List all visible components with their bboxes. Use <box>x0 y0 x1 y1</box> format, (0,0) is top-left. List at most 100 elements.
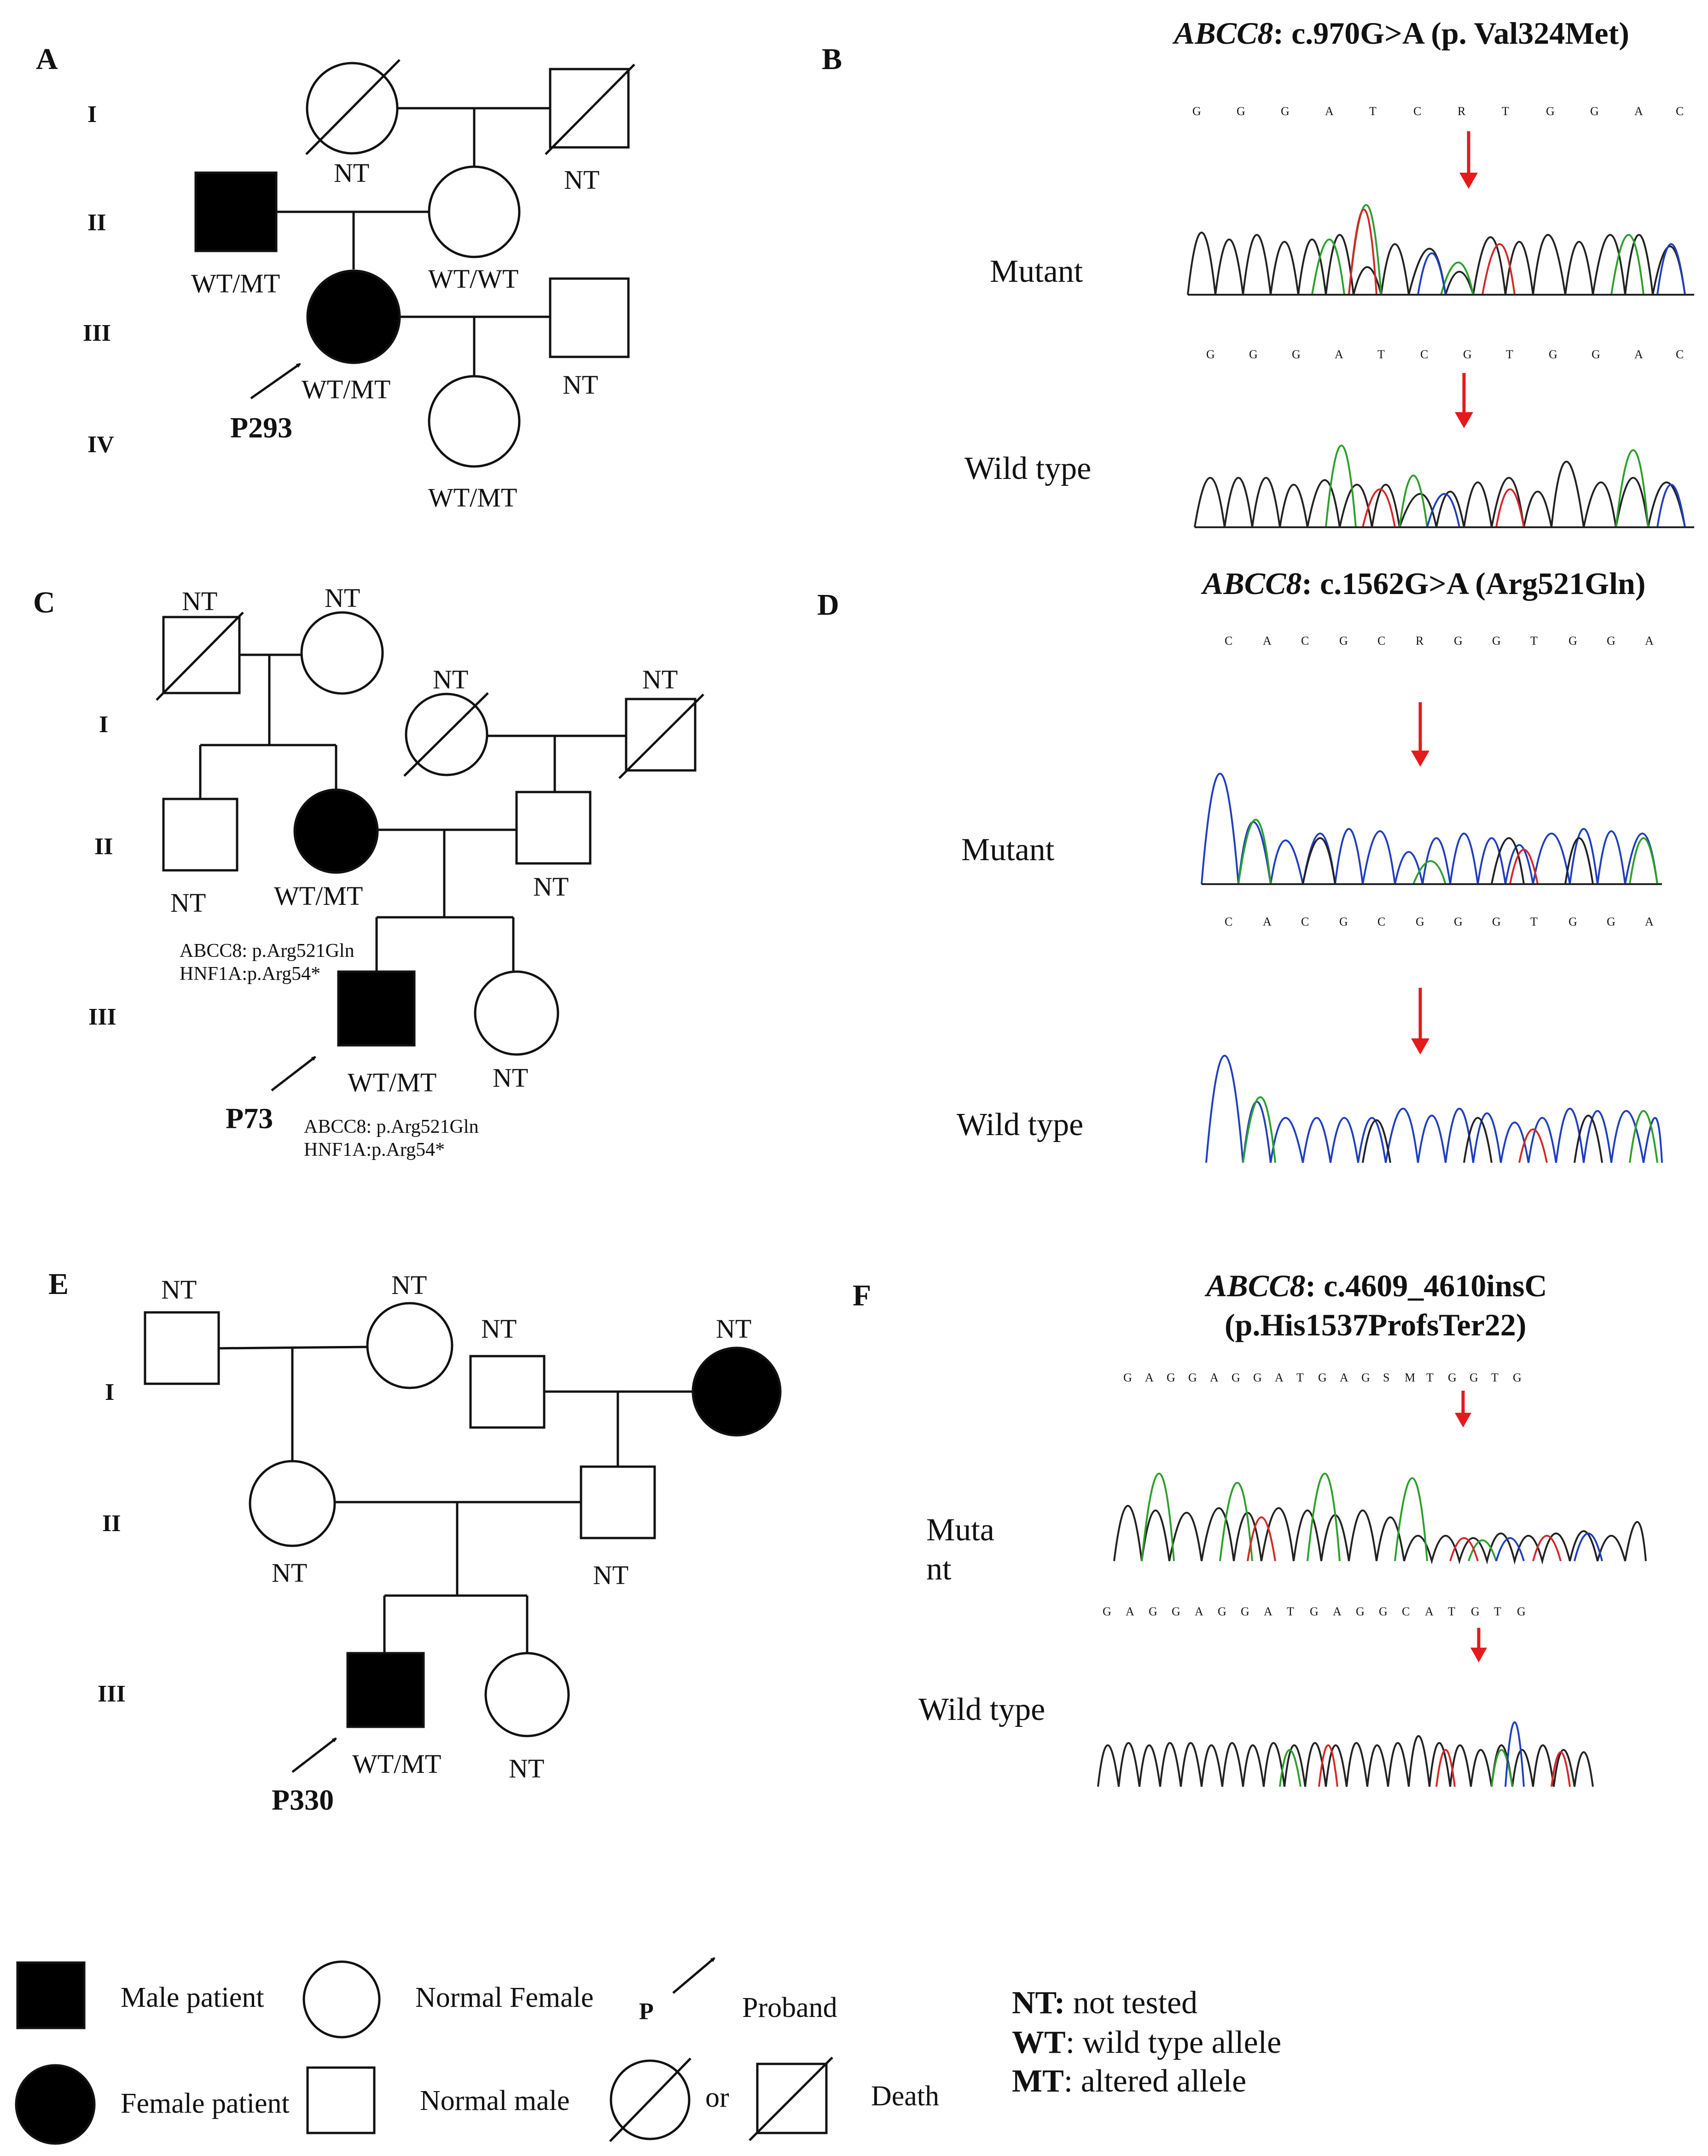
legend-normal-male-label: Normal male <box>420 2085 569 2116</box>
death-slash <box>545 64 635 155</box>
base-call: C <box>1676 348 1685 361</box>
normal-female-symbol <box>249 1460 336 1547</box>
base-call: A <box>1275 1371 1284 1384</box>
base-call: G <box>1356 1605 1365 1618</box>
base-call: G <box>1249 348 1259 361</box>
variant-title: ABCC8: c.1562G>A (Arg521Gln) <box>1201 566 1645 601</box>
genotype-label: NT <box>391 1270 427 1300</box>
base-call: T <box>1296 1371 1305 1384</box>
ambiguous-base-call: R <box>1416 634 1424 647</box>
variant-name: : c.970G>A (p. Val324Met) <box>1273 16 1629 51</box>
base-call: C <box>1377 915 1386 928</box>
male-patient-symbol <box>194 171 278 252</box>
generation-label: IV <box>87 431 114 458</box>
mutation-arrow <box>1455 1391 1471 1428</box>
legend-normal-female-label: Normal Female <box>415 1982 593 2013</box>
wildtype-sequence: G A G G A G G A T G A G G C A T G T G <box>1103 1605 1527 1618</box>
base-call: G <box>1206 348 1216 361</box>
base-call: A <box>1126 1605 1135 1618</box>
proband-id: P330 <box>272 1783 334 1816</box>
base-call: T <box>1494 1605 1502 1618</box>
base-call: G <box>1470 1371 1479 1384</box>
base-call: G <box>1318 1371 1328 1384</box>
genotype-label: NT <box>563 370 598 400</box>
base-call: G <box>1281 105 1290 118</box>
genotype-label: NT <box>272 1558 307 1588</box>
mutant-trace <box>1113 1473 1647 1565</box>
legend-female-patient-symbol <box>15 2064 96 2145</box>
mutation-arrow <box>1411 702 1429 767</box>
mutant-label: Mutant <box>961 832 1055 868</box>
reference-arrow <box>1411 988 1429 1055</box>
panel-b-chromatogram: B ABCC8: c.970G>A (p. Val324Met) G G G A… <box>822 16 1694 528</box>
base-call: A <box>1634 105 1644 118</box>
base-call: T <box>1287 1605 1295 1618</box>
legend-proband-arrow <box>672 1957 715 1994</box>
ambiguous-base-call: M <box>1405 1371 1416 1384</box>
normal-male-symbol <box>549 277 630 358</box>
generation-label: II <box>94 833 113 860</box>
base-call: G <box>1218 1605 1227 1618</box>
base-call: C <box>1377 634 1386 647</box>
panel-c-label: C <box>33 586 55 619</box>
wildtype-label: Wild type <box>918 1692 1045 1727</box>
reference-arrow <box>1455 373 1473 428</box>
normal-male-symbol <box>144 1311 220 1385</box>
wildtype-label: Wild type <box>957 1107 1083 1142</box>
genotype-label: NT <box>564 165 599 195</box>
base-call: A <box>1335 348 1344 361</box>
generation-label: I <box>99 711 108 738</box>
base-call: C <box>1225 915 1233 928</box>
base-call: G <box>1149 1605 1158 1618</box>
variant-title-line2: (p.His1537ProfsTer22) <box>1225 1307 1526 1342</box>
variant-annotation: HNF1A:p.Arg54* <box>180 963 320 985</box>
mutant-label: Mutant <box>990 254 1083 289</box>
variant-name: : c.4609_4610insC <box>1305 1268 1547 1303</box>
genotype-label: NT <box>161 1275 197 1305</box>
base-call: C <box>1420 348 1429 361</box>
base-call: T <box>1377 348 1386 361</box>
generation-label: II <box>87 210 106 236</box>
key-wt: WT: wild type allele <box>1012 2025 1281 2060</box>
base-call: G <box>1549 348 1558 361</box>
base-call: G <box>1463 348 1473 361</box>
base-call: G <box>1123 1371 1133 1384</box>
base-call: A <box>1325 105 1335 118</box>
generation-label: II <box>102 1510 121 1537</box>
genotype-label: WT/MT <box>191 268 280 298</box>
base-call: T <box>1491 1371 1499 1384</box>
mutant-sequence: G A G G A G G A T G A G S M T G G T G <box>1123 1371 1522 1384</box>
base-call: G <box>1448 1371 1458 1384</box>
base-call: T <box>1426 1371 1435 1384</box>
base-call: G <box>1232 1371 1241 1384</box>
proband-arrow <box>271 1056 316 1091</box>
panel-d-label: D <box>817 588 839 622</box>
base-call: G <box>1361 1371 1371 1384</box>
wildtype-label: Wild type <box>964 451 1091 486</box>
panel-a-label: A <box>36 42 58 76</box>
variant-title: ABCC8: c.4609_4610insC <box>1204 1268 1547 1303</box>
normal-male-symbol <box>580 1465 656 1539</box>
base-call: G <box>1103 1605 1112 1618</box>
genotype-label: WT/MT <box>428 483 517 513</box>
death-slash <box>618 693 704 779</box>
mutation-arrow <box>1459 131 1478 189</box>
base-call: A <box>1195 1605 1204 1618</box>
mutant-label-2: nt <box>926 1551 952 1587</box>
genotype-label: NT <box>325 583 360 613</box>
normal-female-symbol <box>300 611 384 695</box>
base-call: G <box>1416 915 1425 928</box>
base-call: G <box>1471 1605 1481 1618</box>
base-call: G <box>1188 1371 1198 1384</box>
ambiguous-base-call: R <box>1458 105 1466 118</box>
base-call: C <box>1676 105 1685 118</box>
normal-female-symbol <box>428 375 521 468</box>
genotype-label: WT/MT <box>302 374 390 404</box>
death-slash <box>403 692 489 777</box>
panel-e-label: E <box>48 1267 69 1301</box>
genotype-label: WT/WT <box>428 264 518 294</box>
wildtype-trace <box>1194 444 1694 528</box>
base-call: G <box>1607 634 1616 647</box>
base-call: A <box>1264 1605 1273 1618</box>
base-call: G <box>1517 1605 1527 1618</box>
